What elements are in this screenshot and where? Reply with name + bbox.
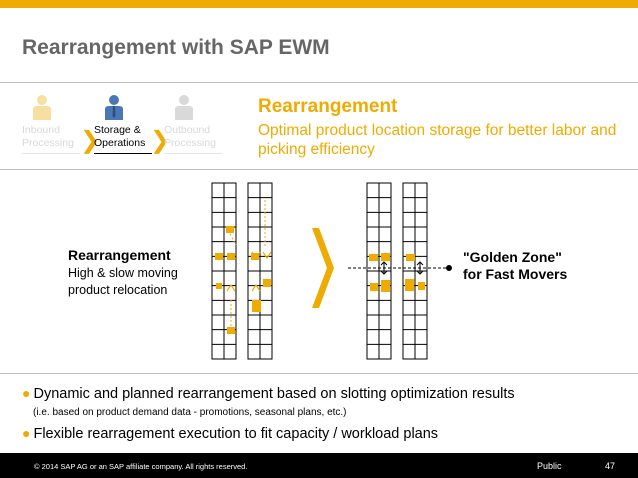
page-number: 47 — [605, 461, 616, 471]
copyright-text: © 2014 SAP AG or an SAP affiliate compan… — [34, 462, 248, 471]
product-box — [405, 279, 414, 291]
bullet-dot-icon: ● — [22, 385, 31, 401]
product-box — [226, 226, 234, 233]
arrow-head-down-icon — [262, 251, 272, 260]
product-box — [381, 253, 390, 261]
step-underline — [164, 153, 222, 154]
golden-zone-sublabel: for Fast Movers — [463, 266, 568, 282]
step-label-line2: Operations — [94, 137, 146, 149]
product-box — [227, 253, 235, 260]
product-box — [215, 253, 223, 260]
product-box — [381, 280, 390, 292]
bullet-dot-icon: ● — [22, 425, 31, 441]
step-label-line1: Storage & — [94, 124, 141, 136]
person-icon — [33, 95, 51, 120]
section-heading: Rearrangement — [258, 96, 398, 117]
rearrangement-label: Rearrangement — [68, 247, 171, 263]
step-label-line1: Inbound — [22, 124, 60, 136]
step-underline — [22, 153, 80, 154]
bullet-text: Flexible rearragement execution to fit c… — [33, 426, 439, 442]
bullet-item: ●Dynamic and planned rearrangement based… — [22, 385, 515, 402]
arrow-head-up-icon — [251, 283, 261, 292]
double-arrow-icon — [416, 261, 424, 275]
bullet-text: Dynamic and planned rearrangement based … — [33, 386, 515, 402]
chevron-right-icon: ❯ — [80, 127, 101, 154]
person-icon — [105, 95, 123, 120]
product-box — [227, 327, 235, 334]
product-box — [216, 283, 222, 289]
golden-zone-label: "Golden Zone" — [463, 249, 562, 265]
section-subheading: Optimal product location storage for bet… — [258, 122, 617, 158]
golden-zone-marker — [446, 265, 452, 271]
product-box — [406, 254, 415, 261]
bullet-subtext: (i.e. based on product demand data - pro… — [33, 407, 347, 418]
chevron-right-icon: ❯ — [150, 127, 171, 154]
step-label-line2: Processing — [22, 137, 74, 149]
arrow-head-up-icon — [226, 283, 236, 292]
rearrangement-diagram — [211, 182, 452, 360]
step-label-line2: Processing — [164, 137, 216, 149]
rearrangement-description: High & slow moving product relocation — [68, 266, 178, 297]
page-title: Rearrangement with SAP EWM — [22, 36, 330, 59]
product-box — [263, 279, 271, 287]
bullet-item: ●Flexible rearragement execution to fit … — [22, 425, 438, 442]
step-label-line1: Outbound — [164, 124, 211, 136]
classification-label: Public — [537, 461, 562, 471]
chevron-right-icon — [312, 228, 334, 308]
divider-middle — [0, 169, 638, 170]
footer-bar: © 2014 SAP AG or an SAP affiliate compan… — [0, 453, 638, 478]
person-icon — [175, 95, 193, 120]
double-arrow-icon — [380, 261, 388, 275]
product-box — [369, 254, 378, 261]
product-box — [370, 283, 378, 291]
product-box — [418, 282, 425, 290]
top-accent-bar — [0, 0, 638, 8]
divider-top — [0, 82, 638, 83]
step-underline — [94, 153, 152, 154]
arrow-head-down-icon — [251, 251, 261, 260]
divider-bottom — [0, 373, 638, 374]
product-box — [252, 300, 261, 312]
